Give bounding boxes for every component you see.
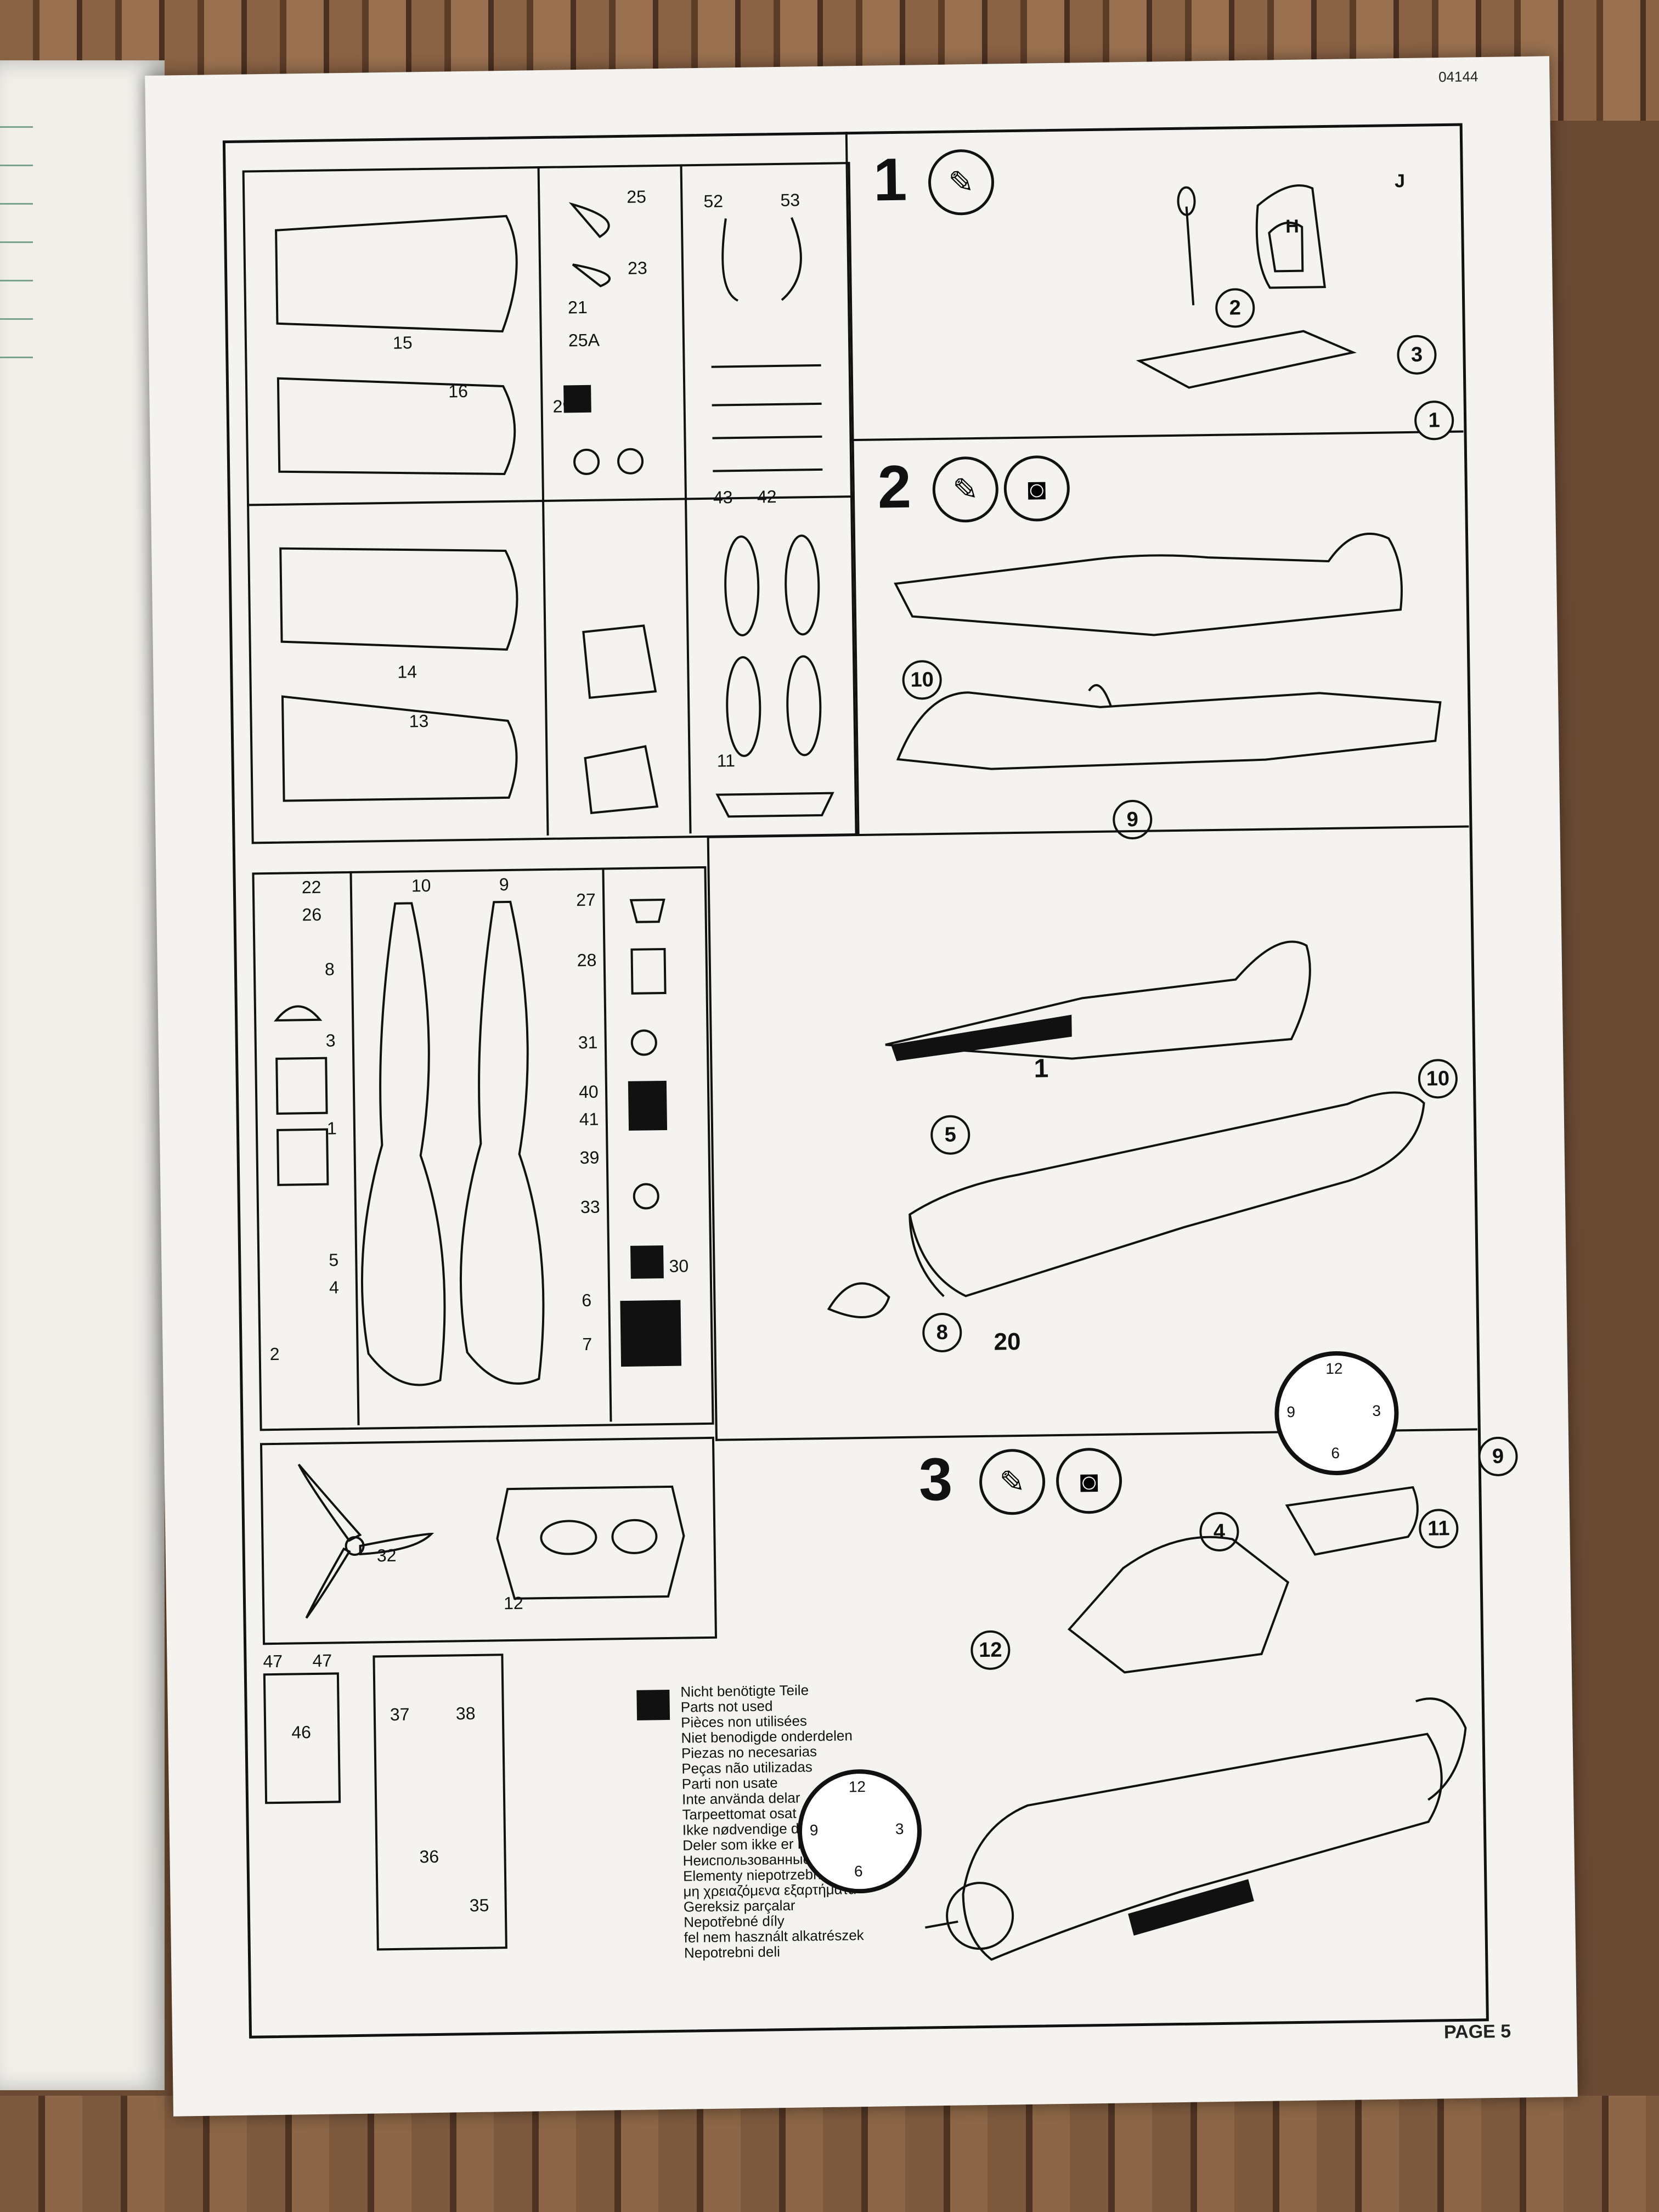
glue-mark-j: J <box>1394 171 1406 192</box>
sprue-tree-top-part-15: 15 <box>392 332 413 353</box>
small-sprue-part-47a: 47 <box>263 1651 283 1672</box>
clock-number-9: 9 <box>809 1821 819 1839</box>
sprue-tree-top-part-52: 52 <box>703 191 724 211</box>
page-number: PAGE 5 <box>1443 2021 1511 2043</box>
assembly-fuselage-drawing <box>827 940 1425 1319</box>
document-code: 04144 <box>1438 68 1479 86</box>
instruction-frame: 15 16 14 13 25 23 21 25A 29 52 53 43 42 … <box>222 123 1519 2039</box>
sprue-tree-middle-part-2: 2 <box>269 1344 280 1364</box>
sprue-tree-top-part-29: 29 <box>552 396 573 416</box>
glue-mark-h: H <box>1285 216 1300 238</box>
sprue-tree-middle-part-7: 7 <box>582 1334 592 1355</box>
sprue-tree-middle-part-39: 39 <box>579 1147 600 1168</box>
sprue-tree-top-part-11: 11 <box>716 751 736 771</box>
sprue-tree-middle-part-8: 8 <box>324 959 335 979</box>
assembly-label-20: 20 <box>994 1328 1021 1356</box>
sprue-tree-top-part-13: 13 <box>409 710 429 731</box>
clock-number-6: 6 <box>854 1863 863 1880</box>
sprue-tree-middle-part-22: 22 <box>301 877 321 898</box>
propeller-part-number: 32 <box>376 1545 397 1566</box>
drying-time-clock: 12 3 6 9 <box>1273 1350 1400 1476</box>
sprue-tree-top-part-43: 43 <box>713 487 733 507</box>
sprue-tree-middle-part-5: 5 <box>329 1250 339 1270</box>
clock-number-12: 12 <box>848 1778 866 1796</box>
sprue-tree-middle-part-27: 27 <box>575 889 596 910</box>
clock-number-3: 3 <box>1372 1402 1381 1420</box>
clear-part-38: 38 <box>455 1703 476 1724</box>
legend-black-square <box>636 1689 670 1720</box>
sprue-tree-top-part-25A: 25A <box>568 330 600 351</box>
sprue-tree-top-part-21: 21 <box>567 297 588 318</box>
part-12-drawing <box>496 1485 685 1600</box>
assembly-callout-9: 9 <box>1478 1436 1519 1477</box>
clear-part-37: 37 <box>390 1704 410 1725</box>
sprue-tree-middle-part-4: 4 <box>329 1277 340 1297</box>
sprue-tree-middle-part-31: 31 <box>578 1032 598 1053</box>
clock-number-3: 3 <box>895 1820 904 1838</box>
assembly-label-1: 1 <box>1034 1054 1049 1084</box>
sprue-tree-top-drawing <box>247 164 851 836</box>
sprue-tree-top-part-23: 23 <box>627 258 647 278</box>
sprue-tree-top-part-53: 53 <box>780 190 800 210</box>
sprue-tree-middle-part-41: 41 <box>579 1109 599 1130</box>
step-2-number: 2 <box>877 453 912 521</box>
instruction-page: 04144 <box>145 56 1578 2117</box>
sprue-tree-middle-part-40: 40 <box>578 1081 599 1102</box>
sprue-tree-top-part-14: 14 <box>397 662 417 682</box>
sprue-tree-top-part-42: 42 <box>757 487 777 507</box>
part-12-number: 12 <box>503 1593 523 1613</box>
clear-part-36: 36 <box>419 1846 439 1867</box>
step-2-fuselage-drawing <box>894 533 1442 770</box>
wood-slats-bottom <box>0 2096 1659 2212</box>
sprue-tree-middle-part-33: 33 <box>580 1197 600 1217</box>
left-facing-page <box>0 60 165 2090</box>
sprue-tree-middle-part-30: 30 <box>669 1256 689 1276</box>
small-sprue-part-46: 46 <box>291 1722 312 1742</box>
sprue-tree-middle-part-26: 26 <box>302 904 322 925</box>
sprue-tree-middle-part-6: 6 <box>582 1290 592 1311</box>
sprue-tree-middle-part-1: 1 <box>326 1118 337 1138</box>
step-3-assembly-drawing <box>925 1486 1467 1961</box>
clock-number-6: 6 <box>1331 1444 1340 1462</box>
propeller-drawing <box>297 1464 435 1619</box>
step-1-number: 1 <box>873 145 907 214</box>
sprue-tree-middle-part-28: 28 <box>577 950 597 970</box>
sprue-tree-top-part-16: 16 <box>448 381 469 402</box>
clock-number-9: 9 <box>1286 1403 1296 1421</box>
sprue-tree-middle-drawing <box>274 867 682 1425</box>
small-sprue-part-47b: 47 <box>312 1650 332 1671</box>
sprue-tree-top-part-25: 25 <box>627 187 647 207</box>
sprue-tree-middle-part-10: 10 <box>411 875 431 896</box>
clock-number-12: 12 <box>1325 1359 1343 1378</box>
step-1-seat-drawing <box>1136 184 1357 389</box>
clear-part-35: 35 <box>469 1895 489 1916</box>
sprue-tree-middle-part-3: 3 <box>325 1030 336 1051</box>
sprue-tree-middle-part-9: 9 <box>499 874 509 895</box>
